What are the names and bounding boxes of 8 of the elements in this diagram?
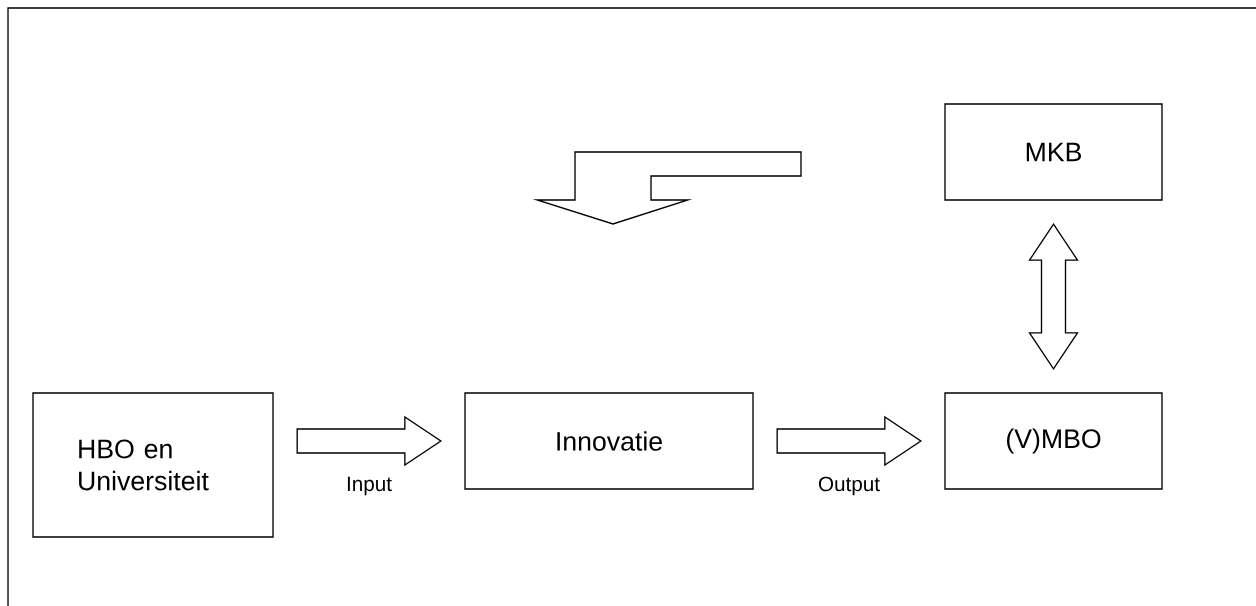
block-arrow	[776, 415, 923, 467]
process-box: Innovatie	[464, 392, 754, 490]
process-box: (V)MBO	[944, 392, 1163, 490]
process-box: HBO en Universiteit	[32, 392, 274, 538]
process-box: MKB	[944, 103, 1163, 201]
block-arrow	[296, 415, 443, 467]
edge-label: Output	[816, 475, 882, 497]
edge-label: Input	[344, 475, 394, 497]
